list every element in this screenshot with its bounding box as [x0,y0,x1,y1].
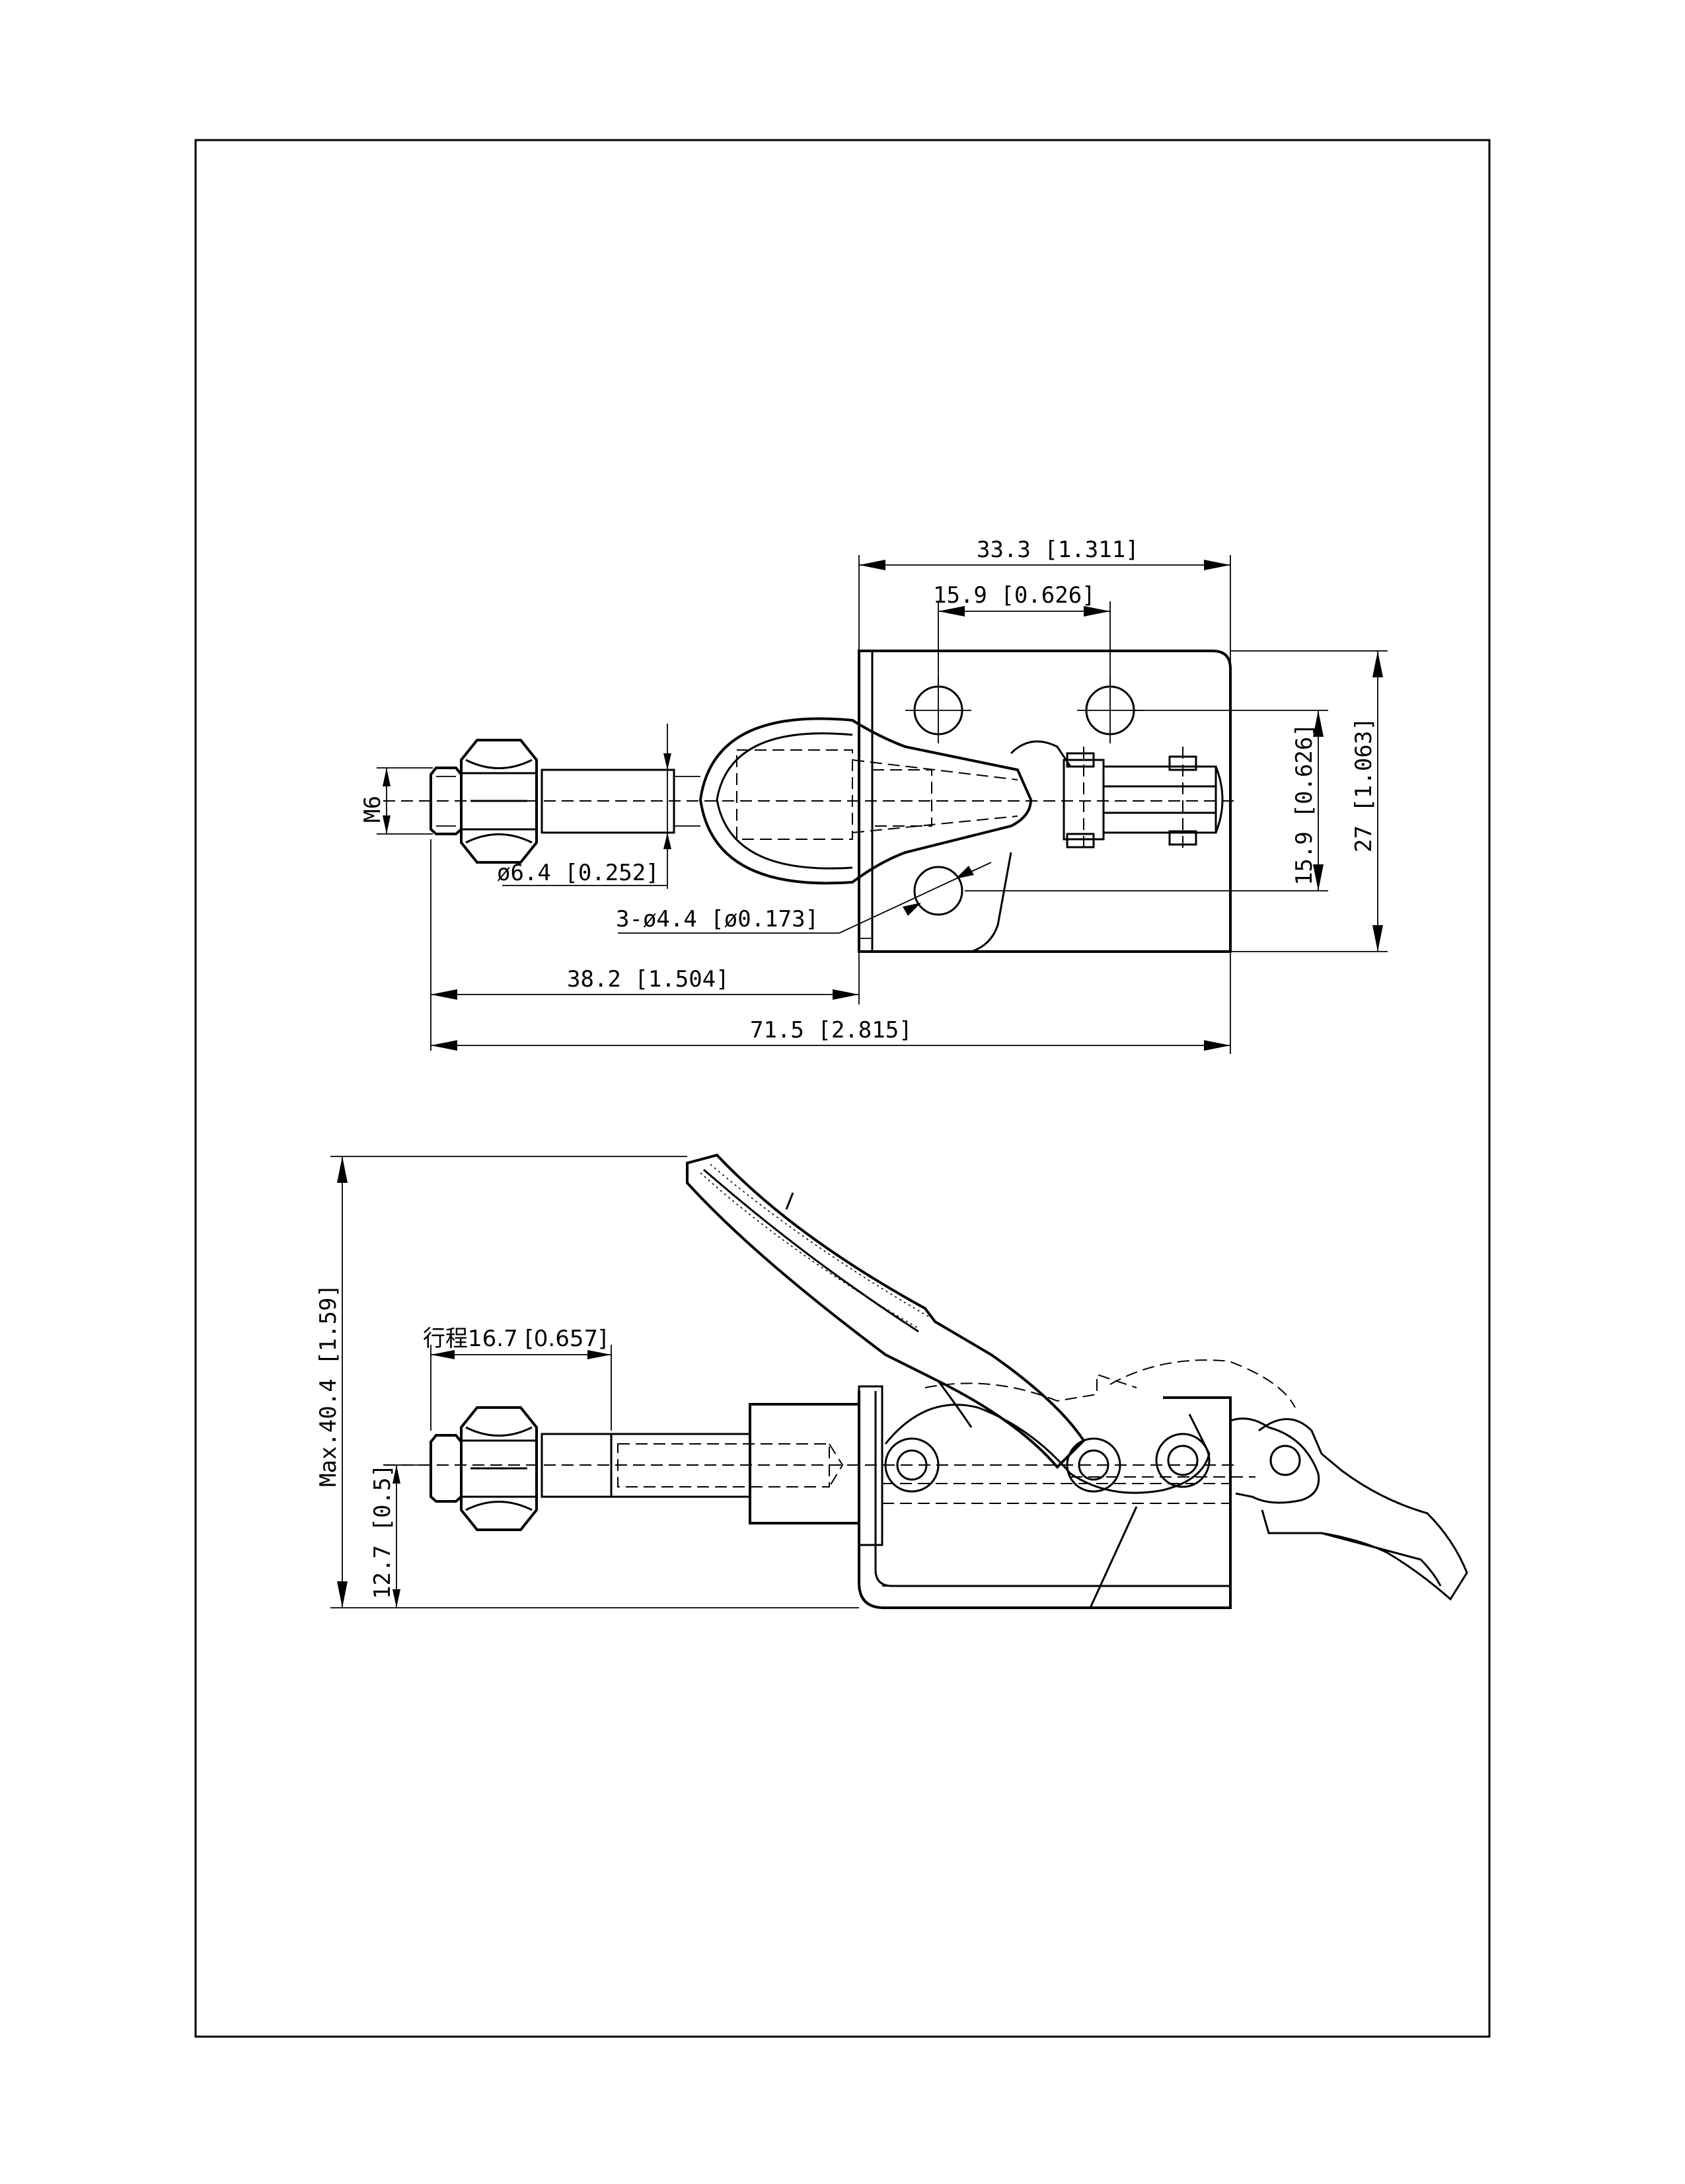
dim-hole-spacing-vertical-label: 15.9 [0.626] [1291,723,1318,885]
side-view-plunger [541,1403,860,1525]
pivot-pin-2 [1066,1437,1121,1493]
pivot-pin-3 [1155,1433,1211,1488]
dim-rod-extension-group: 38.2 [1.504] [430,839,860,1051]
dim-thread-group: M6 [359,767,433,835]
dim-rod-extension-label: 38.2 [1.504] [567,966,730,993]
dim-mount-holes-group: 3-ø4.4 [ø0.173] [616,862,992,934]
dim-base-height-group: 27 [1.063] [991,650,1388,952]
dim-rod-height-group: 12.7 [0.5] [369,1464,431,1608]
dim-overall-width-group: 33.3 [1.311] [858,537,1231,669]
dim-thread-label: M6 [359,796,386,823]
dim-stroke-group: 行程16.7 [0.657] [423,1326,612,1431]
side-view-handle-open [1230,1417,1468,1601]
dim-overall-length-group: 71.5 [2.815] [431,952,1231,1054]
dim-rod-diameter-label: ø6.4 [0.252] [497,860,659,886]
side-view: Max.40.4 [1.59] 行程16.7 [0.657] 12.7 [0.5… [315,1153,1468,1609]
side-view-hex-nut [460,1406,538,1531]
dim-hole-spacing-top-group: 15.9 [0.626] [933,582,1111,687]
dim-rod-diameter-group: ø6.4 [0.252] [497,724,671,889]
top-view-lever-bracket [971,740,1224,953]
drawing-border [194,139,1491,2038]
dim-hole-spacing-vertical-group: 15.9 [0.626] [965,710,1328,891]
dim-overall-width-label: 33.3 [1.311] [977,537,1139,563]
side-view-pivots [884,1433,1301,1493]
top-view-handle [698,717,1033,885]
side-view-thread-stud [430,1434,463,1503]
top-view-thread-stud [430,767,463,835]
mount-hole-bottom [913,866,963,916]
dim-max-height-label: Max.40.4 [1.59] [315,1284,342,1487]
pivot-pin-4 [1269,1445,1301,1476]
dim-max-height-group: Max.40.4 [1.59] [315,1156,859,1608]
dim-hole-spacing-top-label: 15.9 [0.626] [933,582,1096,609]
dim-base-height-label: 27 [1.063] [1351,717,1377,852]
dim-mount-holes-label: 3-ø4.4 [ø0.173] [616,906,819,932]
side-view-handle-closed [686,1153,1086,1469]
side-view-base [858,1385,1232,1609]
dim-overall-length-label: 71.5 [2.815] [750,1017,913,1043]
side-view-linkage [884,1359,1296,1494]
dim-rod-height-label: 12.7 [0.5] [369,1464,396,1599]
top-view: 33.3 [1.311] 15.9 [0.626] 15.9 [0.626] [359,537,1388,1054]
top-view-mount-holes [905,677,1143,916]
dim-stroke-label: 行程16.7 [0.657] [423,1326,607,1352]
